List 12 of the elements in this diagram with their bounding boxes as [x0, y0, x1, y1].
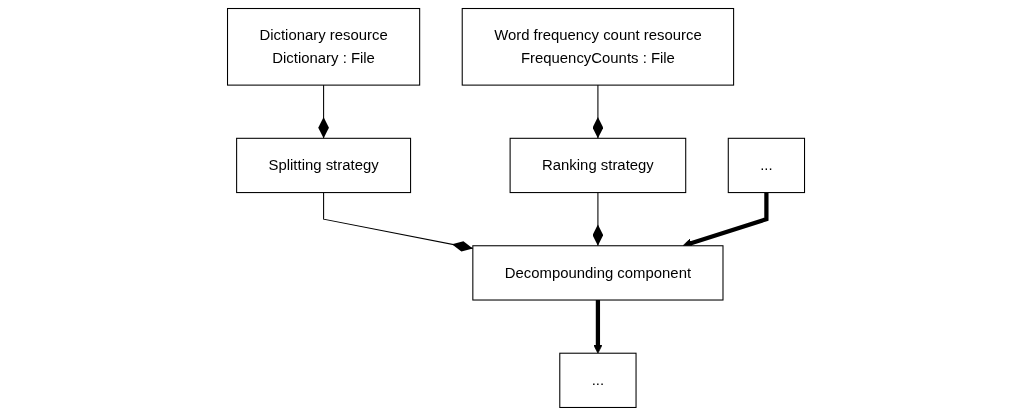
node-box: ...	[559, 352, 638, 408]
connector	[593, 192, 604, 247]
node-box: ...	[728, 137, 806, 194]
node-box: Splitting strategy	[236, 137, 412, 194]
node-box: Dictionary resource Dictionary : File	[227, 7, 421, 86]
node-box: Word frequency count resource FrequencyCounts : File	[462, 7, 735, 86]
node-box: Decompounding component	[472, 245, 724, 301]
connector	[318, 84, 330, 139]
connector	[323, 192, 474, 252]
connector	[593, 84, 604, 139]
node-box: Ranking strategy	[510, 137, 687, 194]
arrow	[593, 300, 604, 354]
